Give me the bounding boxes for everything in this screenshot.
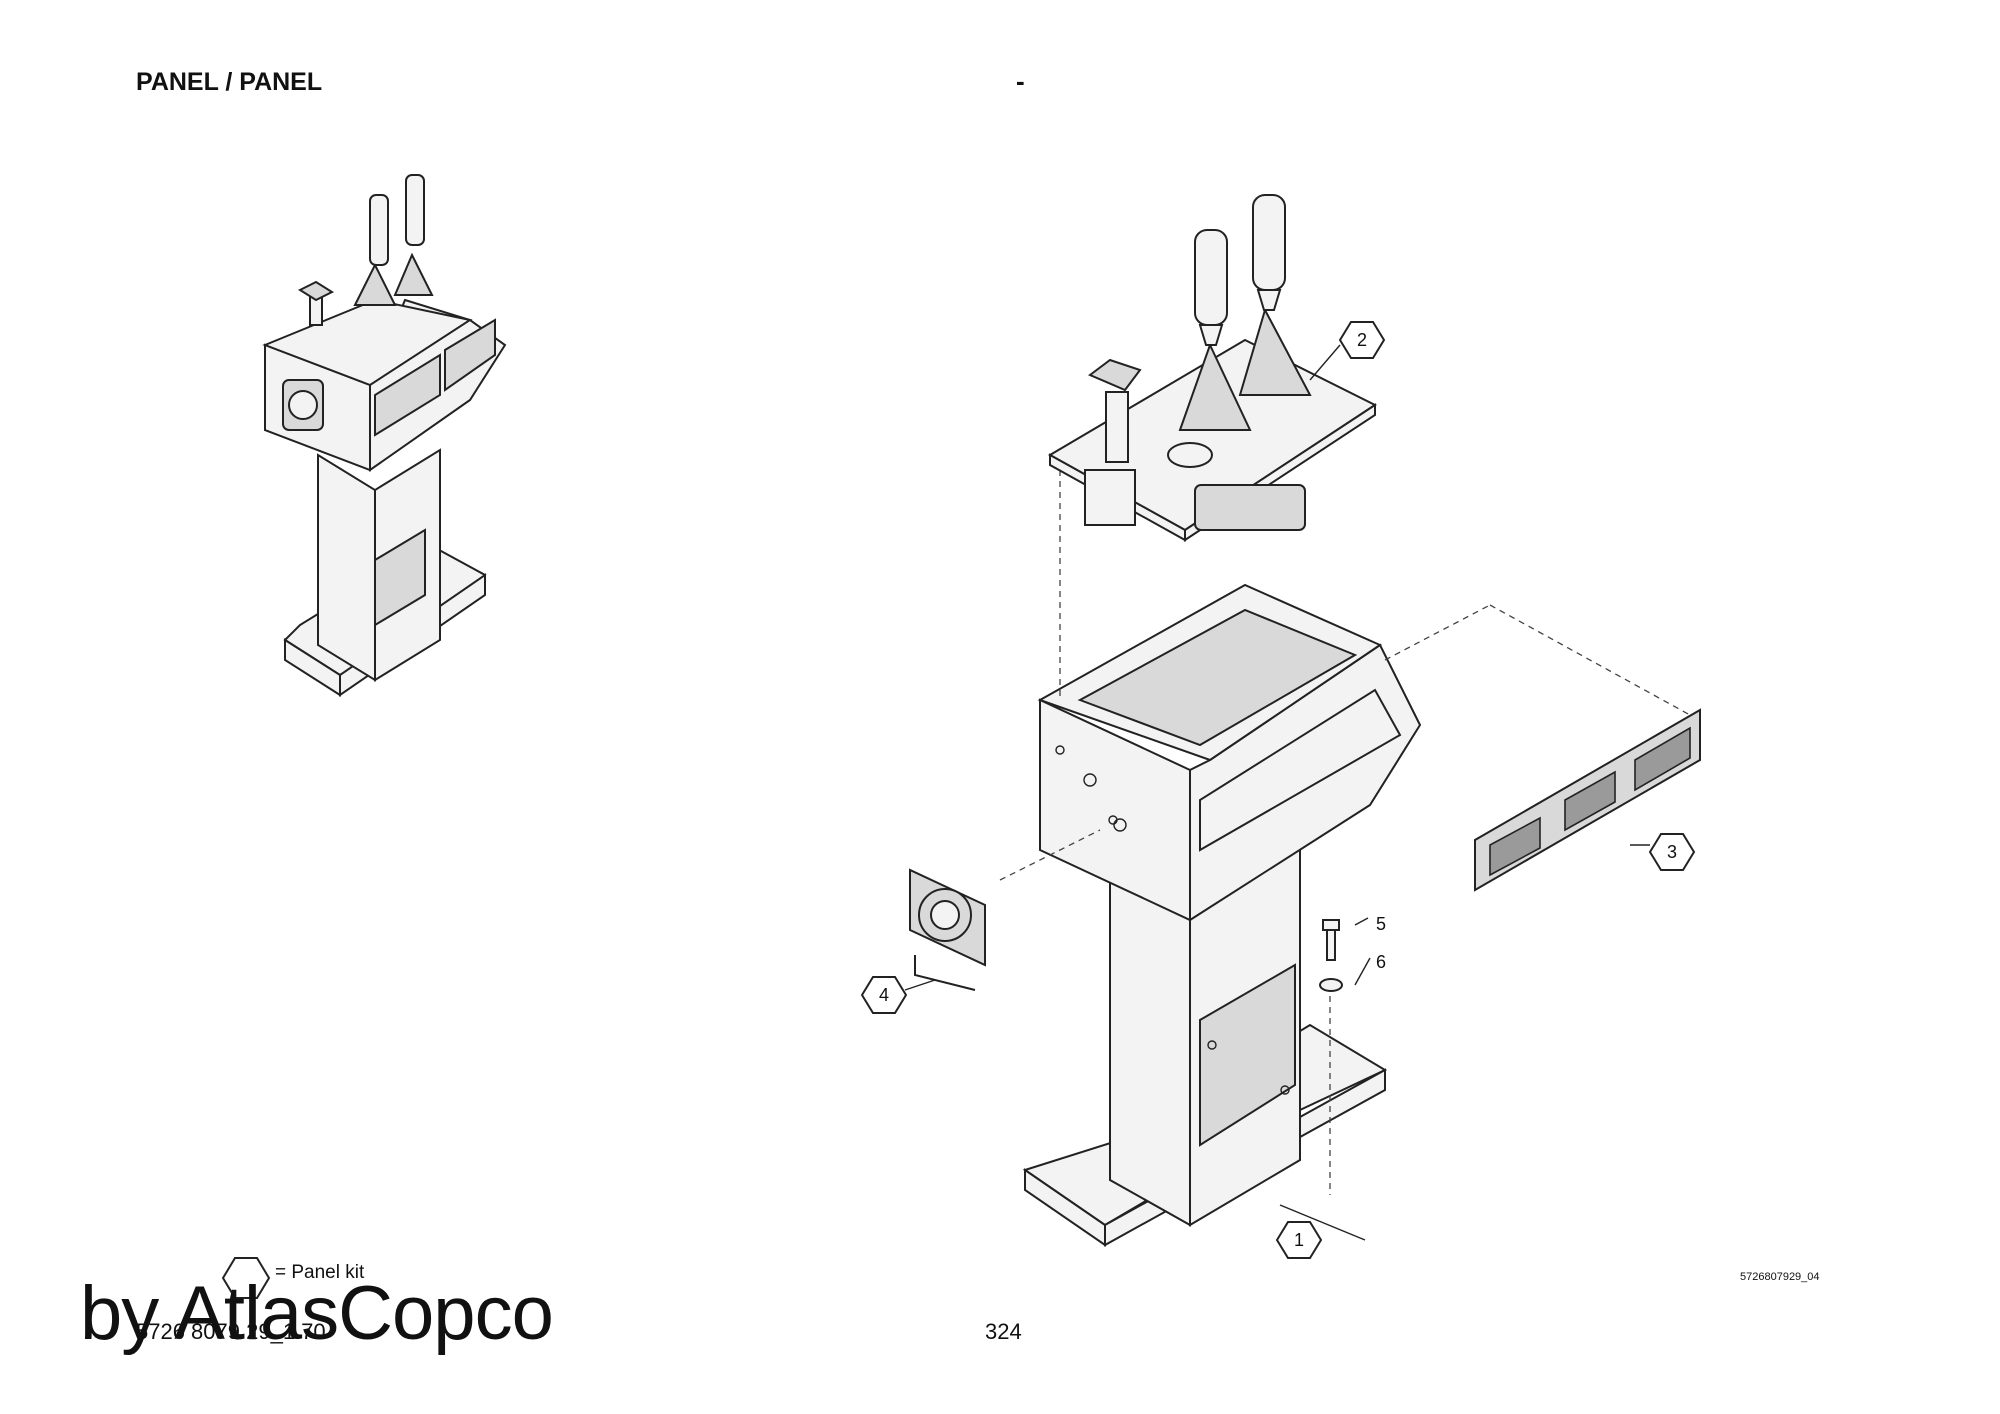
part-3-switch-panel xyxy=(1474,708,1701,892)
part-6-washer xyxy=(1319,978,1343,992)
callout-6: 6 xyxy=(1376,952,1386,972)
callout-3: 3 xyxy=(1648,833,1696,871)
part-1-pedestal xyxy=(1022,583,1422,1247)
svg-text:4: 4 xyxy=(879,985,889,1005)
part-5-bolt xyxy=(1322,919,1340,961)
legend-label: = Panel kit xyxy=(275,1262,365,1283)
document-number: 5726 8079 29_1.70 xyxy=(136,1319,326,1344)
svg-text:1: 1 xyxy=(1294,1230,1304,1250)
callout-4: 4 xyxy=(860,976,908,1014)
page-title: PANEL / PANEL xyxy=(136,68,323,96)
image-code: 5726807929_04 xyxy=(1740,1271,1820,1283)
legend-hexagon-icon xyxy=(221,1257,271,1299)
part-4-emergency-stop xyxy=(909,868,986,991)
callout-2: 2 xyxy=(1338,321,1386,359)
part-2-joystick-plate xyxy=(1047,194,1377,542)
callout-1: 1 xyxy=(1275,1221,1323,1259)
atlascopco-watermark: by AtlasCopco xyxy=(80,1271,554,1356)
svg-text:2: 2 xyxy=(1357,330,1367,350)
callout-5: 5 xyxy=(1376,914,1386,934)
section-dash: - xyxy=(1016,66,1025,96)
svg-text:3: 3 xyxy=(1667,842,1677,862)
assembled-panel-overview xyxy=(262,174,507,697)
page-number: 324 xyxy=(985,1319,1022,1344)
